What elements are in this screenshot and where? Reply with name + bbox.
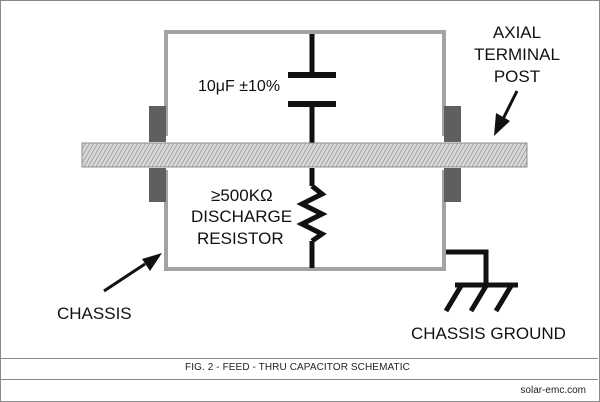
schematic-diagram: 10μF ±10% ≥500KΩ DISCHARGE RESISTOR AXIA… [57,23,566,343]
mount-block-bottom-right [444,168,461,202]
chassis-lower-outline [164,170,446,271]
capacitor-value-label: 10μF ±10% [198,78,280,95]
mount-block-top-left [149,106,166,142]
chassis-upper-outline [164,30,446,136]
resistor-value-label: ≥500KΩ [211,186,273,205]
mount-block-top-right [444,106,461,142]
caption-bar: FIG. 2 - FEED - THRU CAPACITOR SCHEMATIC [0,358,598,380]
resistor-name-line1: DISCHARGE [191,207,292,226]
arrow-to-terminal-post [494,90,519,136]
capacitor-symbol [288,34,336,143]
mount-block-bottom-left [149,168,166,202]
arrow-to-chassis [103,253,162,293]
axial-terminal-post [81,142,528,168]
figure-caption: FIG. 2 - FEED - THRU CAPACITOR SCHEMATIC [185,362,410,373]
resistor-name-line2: RESISTOR [197,229,284,248]
chassis-ground-label: CHASSIS GROUND [411,324,566,343]
chassis-ground-symbol [443,249,518,313]
chassis-label: CHASSIS [57,304,132,323]
terminal-label-line1: AXIAL [493,23,541,42]
site-credit: solar-emc.com [520,385,586,396]
terminal-label-line2: TERMINAL [474,45,560,64]
resistor-zigzag-symbol [296,168,328,268]
terminal-label-line3: POST [494,67,540,86]
